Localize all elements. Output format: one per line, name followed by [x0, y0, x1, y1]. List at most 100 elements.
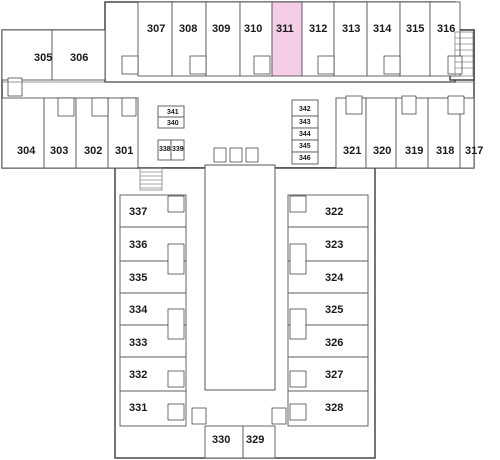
room-label: 324: [325, 272, 344, 284]
room-label: 339: [172, 146, 184, 153]
room-label: 344: [299, 131, 311, 138]
bathroom-icon: [253, 55, 271, 75]
room-label: 340: [167, 120, 179, 127]
lower-west-rooms: [1, 97, 139, 169]
elevator-icon: [245, 147, 259, 163]
room-label: 323: [325, 239, 343, 251]
room-label: 325: [325, 304, 343, 316]
room-label: 329: [246, 434, 264, 446]
room-label: 330: [212, 434, 230, 446]
bathroom-icon: [57, 97, 75, 117]
room-label: 343: [299, 119, 311, 126]
room-label: 331: [129, 402, 147, 414]
room-label: 346: [299, 155, 311, 162]
bathroom-icon: [121, 55, 139, 75]
room-304[interactable]: [1, 97, 45, 169]
room-307[interactable]: [137, 1, 173, 77]
room-label: 315: [406, 23, 424, 35]
room-label: 310: [244, 23, 262, 35]
room-label: 311: [276, 23, 294, 35]
room-label: 301: [115, 145, 133, 157]
bathroom-icon: [167, 370, 185, 388]
room-label: 321: [343, 145, 361, 157]
room-label: 302: [84, 145, 102, 157]
stairs-icon: [139, 167, 163, 191]
room-label: 312: [309, 23, 327, 35]
room-label: 303: [50, 145, 68, 157]
south-west-rooms: [119, 194, 187, 427]
south-east-rooms: [287, 194, 369, 427]
room-label: 338: [159, 146, 171, 153]
room-label: 336: [129, 239, 147, 251]
bathroom-icon: [289, 243, 307, 275]
room-label: 304: [17, 145, 36, 157]
lower-east-rooms: [335, 95, 475, 169]
bathroom-icon: [447, 95, 465, 115]
room-306[interactable]: [51, 29, 106, 81]
bathroom-icon: [121, 97, 137, 117]
bathroom-icon: [271, 407, 287, 425]
room-320[interactable]: [365, 97, 397, 169]
room-339[interactable]: [170, 139, 185, 161]
bathroom-icon: [289, 308, 307, 340]
bathroom-icon: [289, 370, 307, 388]
bathroom-icon: [167, 195, 185, 213]
bathroom-icon: [401, 95, 417, 115]
room-313[interactable]: [333, 1, 368, 77]
bathroom-icon: [189, 55, 207, 75]
atrium: [204, 164, 276, 391]
room-label: 306: [70, 52, 88, 64]
room-label: 327: [325, 369, 343, 381]
room-label: 337: [129, 206, 147, 218]
room-label: 317: [465, 145, 483, 157]
bathroom-icon: [167, 243, 185, 275]
room-329[interactable]: [242, 425, 276, 459]
bathroom-icon: [167, 403, 185, 421]
room-labels: 307 308 309 310 311 312 313 314 315 316 …: [17, 23, 483, 446]
room-label: 345: [299, 143, 311, 150]
bathroom-icon: [345, 95, 363, 115]
room-label: 342: [299, 106, 311, 113]
room-label: 316: [437, 23, 455, 35]
east-small-rooms: [291, 99, 319, 165]
room-label: 322: [325, 206, 343, 218]
center-small-rooms: [157, 105, 185, 161]
room-label: 332: [129, 369, 147, 381]
room-label: 305: [34, 52, 52, 64]
elevator-icon: [213, 147, 227, 163]
room-label: 307: [147, 23, 165, 35]
room-label: 320: [373, 145, 391, 157]
top-wing-bathrooms: [121, 55, 463, 75]
room-label: 309: [212, 23, 230, 35]
bathroom-icon: [383, 55, 401, 75]
bathroom-icon: [91, 97, 109, 117]
room-label: 326: [325, 337, 343, 349]
elevator-icon: [229, 147, 243, 163]
stairs-icon: [454, 31, 474, 77]
room-label: 308: [179, 23, 197, 35]
top-wing-rooms: [137, 1, 461, 77]
room-305[interactable]: [1, 29, 53, 81]
room-label: 313: [342, 23, 360, 35]
room-309[interactable]: [205, 1, 241, 77]
room-330[interactable]: [204, 425, 244, 459]
room-317[interactable]: [459, 97, 475, 169]
room-label: 341: [167, 109, 179, 116]
elevators: [213, 147, 259, 163]
room-label: 318: [436, 145, 454, 157]
room-340[interactable]: [157, 116, 185, 129]
bathroom-icon: [289, 403, 307, 421]
bathroom-icon: [167, 308, 185, 340]
bathroom-icon: [289, 195, 307, 213]
room-315[interactable]: [399, 1, 431, 77]
room-346[interactable]: [291, 151, 319, 165]
room-311-highlighted[interactable]: [271, 1, 303, 77]
bathroom-icon: [191, 407, 207, 425]
bathroom-icon: [317, 55, 335, 75]
bathroom-icon: [7, 77, 23, 97]
room-label: 314: [373, 23, 392, 35]
room-label: 335: [129, 272, 147, 284]
room-label: 333: [129, 337, 147, 349]
room-label: 319: [405, 145, 423, 157]
